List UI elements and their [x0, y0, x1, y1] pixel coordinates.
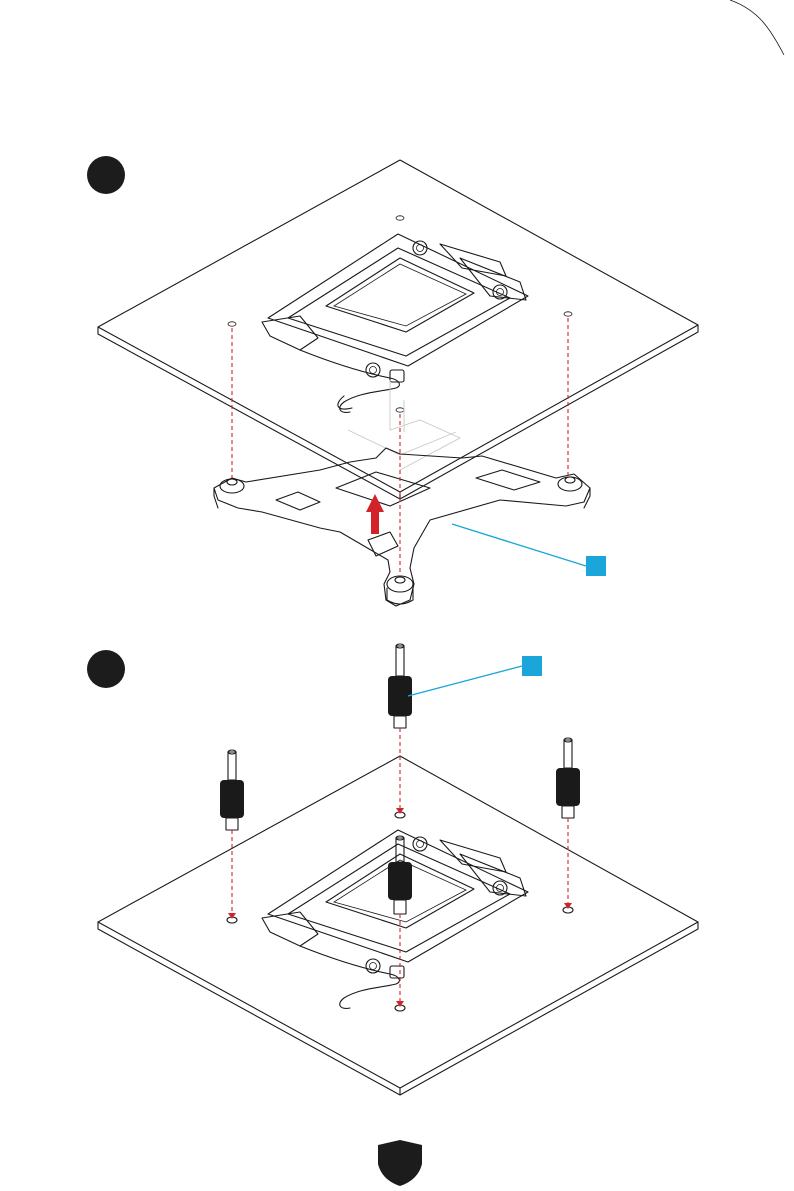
step-1-illustration	[98, 160, 698, 606]
cpu-socket-2	[262, 830, 528, 1008]
step-2-badge	[87, 650, 125, 688]
callout-standoff	[408, 656, 542, 696]
backplate-post-left	[220, 479, 244, 493]
alignment-guides	[232, 318, 568, 574]
cpu-socket	[262, 234, 528, 412]
shield-icon	[378, 1140, 422, 1186]
callout-backplate	[452, 524, 606, 576]
arrow-up-icon	[366, 494, 384, 534]
step-2-illustration	[98, 644, 698, 1095]
step-1-badge	[87, 156, 125, 194]
backplate-post-right	[558, 477, 582, 491]
standoff-left	[220, 750, 244, 830]
standoff-top	[388, 644, 412, 728]
standoff-right	[556, 738, 580, 818]
crop-mark	[730, 0, 784, 55]
backplate	[214, 448, 590, 606]
